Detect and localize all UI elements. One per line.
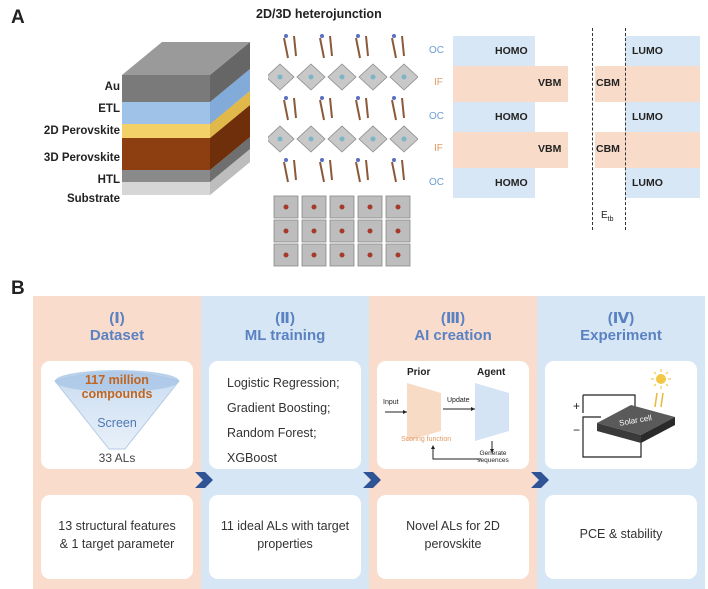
stage-4-bottom-line-1: PCE & stability <box>579 527 663 541</box>
level-homo-2: HOMO <box>495 111 528 123</box>
stage-2-number: (Ⅱ) <box>275 310 295 327</box>
stage-4-title: Experiment <box>580 327 662 344</box>
stage-3-bottom-card: Novel ALs for 2D perovskite <box>377 495 529 579</box>
stage-2-bottom-text: 11 ideal ALs with target properties <box>209 517 361 553</box>
layer-label-au: Au <box>104 81 120 93</box>
stage-2-bottom-card: 11 ideal ALs with target properties <box>209 495 361 579</box>
layer-label-2d-perovskite: 2D Perovskite <box>43 125 120 137</box>
layer-label-substrate: Substrate <box>66 193 120 205</box>
model-item-2: Gradient Boosting; <box>227 401 331 415</box>
stage-1-bottom-line-2: & 1 target parameter <box>59 537 175 551</box>
level-vbm-2: VBM <box>538 143 562 155</box>
crystal-structure-image <box>268 34 418 267</box>
layer-label-3d-perovskite: 3D Perovskite <box>43 152 120 164</box>
layer-label-etl: ETL <box>98 103 120 115</box>
stage-4-bottom-text: PCE & stability <box>545 525 697 543</box>
panel-a-letter: A <box>11 7 25 28</box>
side-label-oc-3: OC <box>429 177 444 188</box>
level-vbm-1: VBM <box>538 77 562 89</box>
prior-label: Prior <box>407 367 431 378</box>
funnel-top-line-2: compounds <box>81 387 153 401</box>
stage-3-bottom-line-1: Novel ALs for 2D <box>406 519 500 533</box>
htl-layer-front <box>122 170 210 182</box>
model-list: Logistic Regression; Gradient Boosting; … <box>227 371 340 471</box>
chevron-arrow-3-icon <box>531 472 549 488</box>
perovskite-2d-layer-front <box>122 124 210 138</box>
band-right-2 <box>595 66 700 102</box>
side-label-oc-2: OC <box>429 111 444 122</box>
stage-4-bottom-card: PCE & stability <box>545 495 697 579</box>
generate-line-2: sequences <box>477 457 509 464</box>
ai-creation-diagram <box>385 383 509 460</box>
side-label-if-1: IF <box>434 77 443 88</box>
model-item-1: Logistic Regression; <box>227 376 340 390</box>
funnel-top-text: 117 million compounds <box>41 373 193 401</box>
solar-cell-illustration <box>582 369 675 458</box>
stage-2-top-card: Logistic Regression; Gradient Boosting; … <box>209 361 361 469</box>
funnel-top-line-1: 117 million <box>85 373 149 387</box>
energy-diagram: OC IF OC IF OC HOMO VBM HOMO VBM HOMO LU… <box>425 28 705 236</box>
funnel-shape <box>54 370 180 450</box>
chevron-arrow-1-icon <box>195 472 213 488</box>
stage-4-top-card: + − Solar cell <box>545 361 697 469</box>
layer-stack <box>122 42 250 195</box>
layer-label-htl: HTL <box>97 174 120 186</box>
dashed-line-left <box>592 28 593 230</box>
input-label: Input <box>383 399 399 406</box>
agent-label: Agent <box>477 367 506 378</box>
substrate-layer-front <box>122 182 210 195</box>
model-item-4: XGBoost <box>227 451 278 465</box>
side-label-if-2: IF <box>434 143 443 154</box>
stage-3-top-card: Prior Agent Input Update Scoring functio… <box>377 361 529 469</box>
stage-2-bottom-line-1: 11 ideal ALs with target <box>220 519 350 533</box>
level-cbm-2: CBM <box>596 143 620 155</box>
etl-layer-front <box>122 102 210 124</box>
level-homo-3: HOMO <box>495 177 528 189</box>
update-label: Update <box>447 397 470 404</box>
eb-label-sub: tb <box>607 216 614 223</box>
funnel-output-text: 33 ALs <box>98 451 136 465</box>
model-item-3: Random Forest; <box>227 426 317 440</box>
stage-1-top-card: 117 million compounds Screen 33 ALs <box>41 361 193 469</box>
stage-1-bottom-text: 13 structural features & 1 target parame… <box>41 517 193 553</box>
panel-a-title: 2D/3D heterojunction <box>256 7 382 21</box>
level-lumo-1: LUMO <box>632 45 663 57</box>
scoring-function-label: Scoring function <box>401 436 452 443</box>
eb-label-main: E <box>601 210 608 221</box>
stage-2-bottom-line-2: properties <box>257 537 313 551</box>
chevron-arrow-2-icon <box>363 472 381 488</box>
eb-label: Etb <box>601 210 614 223</box>
au-layer-front <box>122 75 210 102</box>
band-row-2 <box>453 66 568 102</box>
stage-3-bottom-line-2: perovskite <box>424 537 482 551</box>
stage-3-bottom-text: Novel ALs for 2D perovskite <box>377 517 529 553</box>
level-lumo-3: LUMO <box>632 177 663 189</box>
stage-2-title: ML training <box>244 327 326 344</box>
dashed-line-right <box>625 28 626 230</box>
funnel-screen-text: Screen <box>97 416 137 430</box>
level-lumo-2: LUMO <box>632 111 663 123</box>
band-right-4 <box>595 132 700 168</box>
stage-1-number: (Ⅰ) <box>109 310 125 327</box>
level-homo-1: HOMO <box>495 45 528 57</box>
stage-1-bottom-line-1: 13 structural features <box>58 519 176 533</box>
minus-terminal: − <box>573 423 581 437</box>
level-cbm-1: CBM <box>596 77 620 89</box>
generate-sequences-label: Generate sequences <box>477 450 509 464</box>
stage-4-number: (Ⅳ) <box>607 310 635 327</box>
side-label-oc-1: OC <box>429 45 444 56</box>
stage-1-bottom-card: 13 structural features & 1 target parame… <box>41 495 193 579</box>
band-row-4 <box>453 132 568 168</box>
perovskite-3d-layer-front <box>122 138 210 170</box>
generate-line-1: Generate <box>479 450 507 457</box>
stage-3-number: (Ⅲ) <box>440 310 466 327</box>
stage-1-title: Dataset <box>89 327 145 344</box>
panel-b-letter: B <box>11 278 25 299</box>
plus-terminal: + <box>573 399 581 413</box>
stage-3-title: AI creation <box>414 327 492 344</box>
